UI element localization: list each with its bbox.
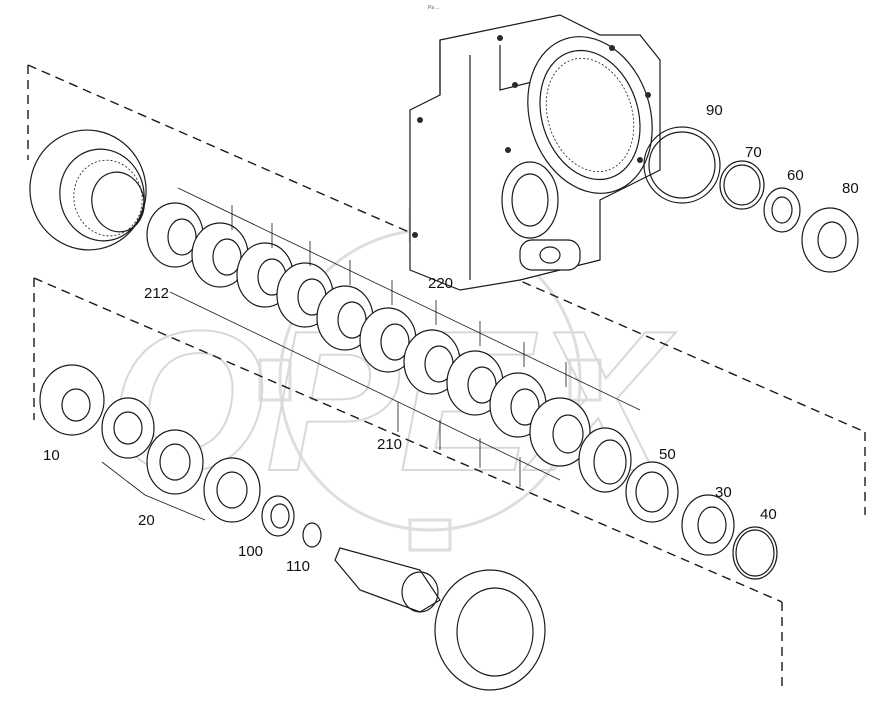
callout-212: 212 — [144, 285, 169, 302]
seal-80 — [801, 207, 859, 273]
callout-20: 20 — [138, 512, 155, 529]
callout-50: 50 — [659, 446, 676, 463]
callout-labels: 90 70 60 80 212 220 210 10 20 100 110 50… — [43, 102, 859, 575]
callout-60: 60 — [787, 167, 804, 184]
snap-ring-90 — [643, 126, 721, 204]
snap-ring-70 — [719, 160, 765, 210]
clutch-pack-210 — [146, 187, 641, 493]
callout-80: 80 — [842, 180, 859, 197]
ring-100 — [261, 495, 295, 537]
callout-10: 10 — [43, 447, 60, 464]
callout-210: 210 — [377, 436, 402, 453]
hub-30 — [681, 494, 735, 556]
callout-100: 100 — [238, 543, 263, 560]
bearing-60 — [763, 187, 801, 233]
shaft — [334, 547, 546, 691]
housing-220 — [409, 14, 661, 291]
top-mark: Pa ... — [428, 5, 440, 11]
callout-110: 110 — [286, 558, 310, 575]
callout-70: 70 — [745, 144, 762, 161]
piston-10 — [39, 364, 105, 436]
callout-30: 30 — [715, 484, 732, 501]
ring-gear-left — [29, 129, 147, 251]
plate-50 — [625, 461, 679, 523]
snap-ring-110 — [302, 522, 322, 548]
callout-220: 220 — [428, 275, 453, 292]
o-ring-40 — [732, 526, 778, 580]
discs-20 — [101, 397, 261, 523]
callout-90: 90 — [706, 102, 723, 119]
callout-40: 40 — [760, 506, 777, 523]
